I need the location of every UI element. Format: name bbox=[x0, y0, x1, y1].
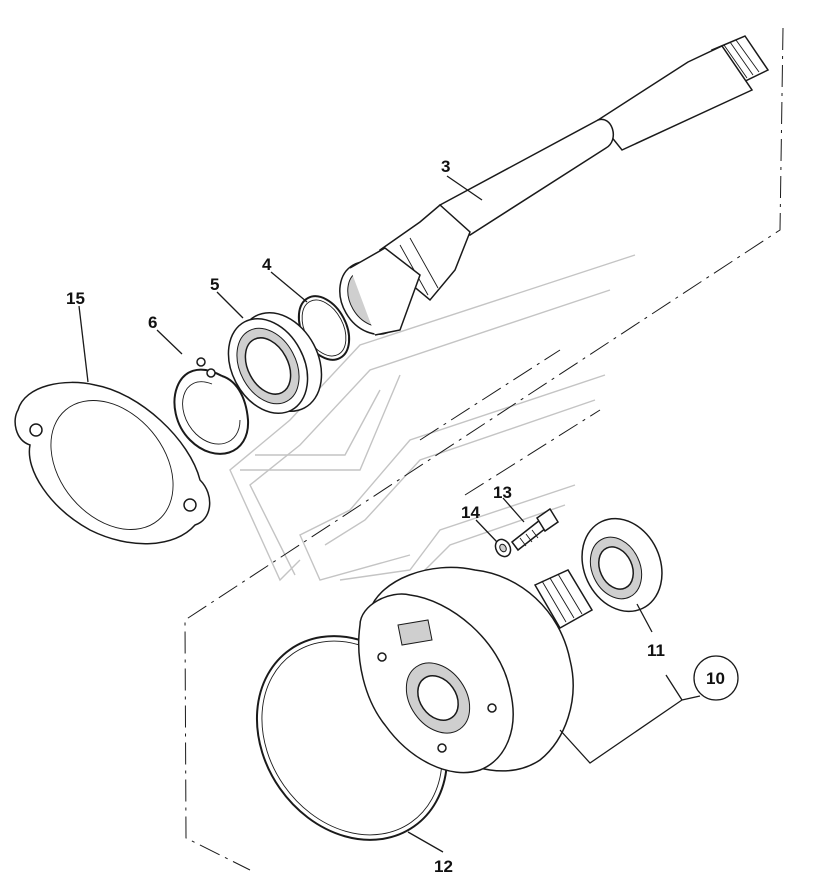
callout-14: 14 bbox=[461, 503, 480, 522]
seal-part-11 bbox=[581, 517, 663, 613]
assembly-outline bbox=[184, 27, 784, 871]
gasket-part-15 bbox=[14, 381, 211, 545]
leader-10-lower bbox=[559, 674, 683, 764]
callout-5: 5 bbox=[210, 275, 219, 294]
watermark-logo bbox=[229, 254, 636, 582]
shaft-part-3 bbox=[339, 35, 770, 336]
callout-circle-10 bbox=[693, 655, 739, 701]
callout-4: 4 bbox=[262, 255, 272, 274]
leader-14 bbox=[475, 519, 498, 543]
callout-10: 10 bbox=[706, 669, 725, 688]
leader-3 bbox=[446, 175, 483, 201]
leader-lines bbox=[78, 175, 701, 853]
bolt-part-13 bbox=[510, 507, 560, 552]
leader-6 bbox=[156, 329, 183, 355]
callout-6: 6 bbox=[148, 313, 157, 332]
leader-4 bbox=[270, 271, 308, 303]
leader-10-upper bbox=[681, 695, 701, 701]
leader-12 bbox=[407, 831, 444, 853]
callout-3: 3 bbox=[441, 157, 450, 176]
leader-15 bbox=[78, 305, 89, 383]
snap-ring-part-6 bbox=[173, 357, 250, 455]
leader-11 bbox=[636, 603, 653, 633]
washer-part-14 bbox=[494, 538, 512, 558]
leader-5 bbox=[216, 291, 244, 319]
leader-13 bbox=[502, 497, 525, 523]
callout-15: 15 bbox=[66, 289, 85, 308]
callout-12: 12 bbox=[434, 857, 453, 876]
pump-assembly-part-10 bbox=[357, 566, 594, 774]
callout-13: 13 bbox=[493, 483, 512, 502]
callout-11: 11 bbox=[647, 641, 665, 660]
bearing-part-5 bbox=[227, 311, 323, 415]
